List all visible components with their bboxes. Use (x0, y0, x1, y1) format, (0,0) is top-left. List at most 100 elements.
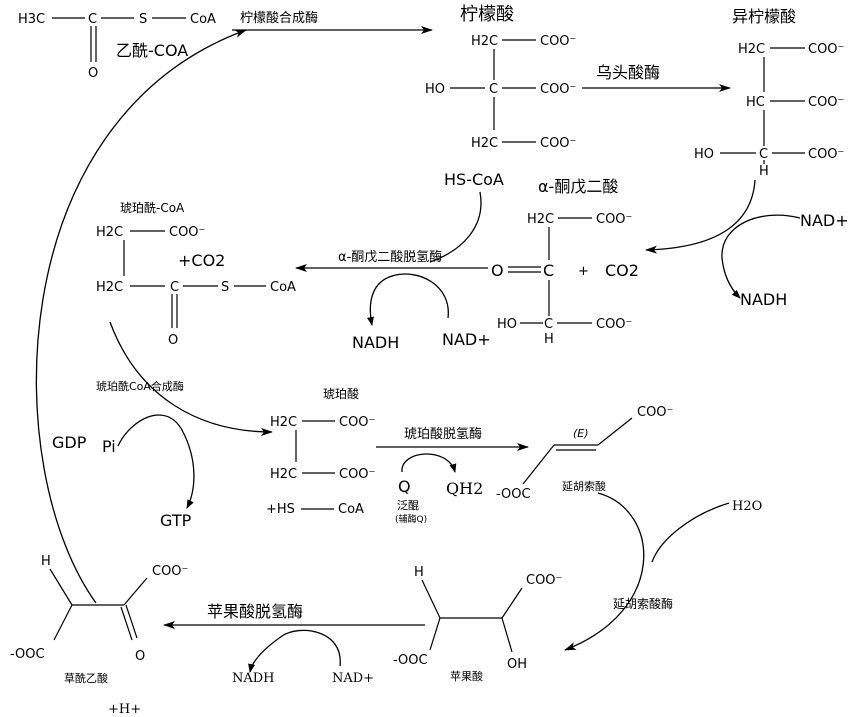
malate-ooc: -OOC (393, 653, 428, 668)
isocitrate-name: 异柠檬酸 (732, 7, 796, 26)
nadh-label-1: NADH (740, 290, 787, 309)
nadh-label-2: NADH (352, 333, 399, 352)
h2o-label: H2O (732, 499, 762, 514)
succinate-name: 琥珀酸 (323, 386, 359, 401)
q-to-qh2-arrow (401, 453, 457, 473)
fumarate-structure: (E) COO⁻ -OOC 延胡索酸 (496, 405, 673, 502)
nadh-label-3: NADH (232, 671, 275, 686)
succinyl-coo: COO⁻ (169, 225, 205, 240)
oxaloacetate-structure: H COO⁻ -OOC O 草酰乙酸 (10, 554, 188, 685)
akg-ho: HO (497, 317, 517, 332)
bond (501, 587, 523, 619)
fumarase-label: 延胡索酸酶 (613, 596, 673, 611)
q-label: Q (398, 477, 411, 496)
alpha-ketoglutarate-structure: α-酮戊二酸 H2C COO⁻ O C + CO2 HO C COO⁻ H (491, 177, 639, 347)
malate-coo: COO⁻ (526, 573, 562, 588)
fumarate-e-label: (E) (573, 427, 589, 440)
ubiquinone-label: 泛醌 (397, 499, 419, 512)
isocitrate-ho: HO (694, 147, 714, 162)
qh2-label: QH2 (446, 479, 483, 498)
citrate-coo-mid: COO⁻ (540, 82, 576, 97)
acetyl-h3c: H3C (18, 12, 45, 27)
h-plus-label: +H+ (108, 702, 141, 717)
nad-plus-label-3: NAD+ (332, 671, 374, 686)
succinate-h2c-top: H2C (270, 415, 297, 430)
bond (597, 417, 633, 446)
succinyl-s: S (221, 280, 229, 295)
succinyl-co2: +CO2 (178, 251, 225, 270)
bond (421, 579, 441, 619)
pi-label: Pi (102, 437, 116, 456)
succinate-hs: +HS (266, 502, 295, 517)
double-bond (125, 604, 138, 639)
malate-name: 苹果酸 (450, 669, 483, 683)
nad-to-nadh-arrow-3 (248, 629, 341, 673)
acetyl-s: S (139, 12, 147, 27)
succinyl-c: C (170, 280, 179, 295)
citrate-coo-bot: COO⁻ (540, 136, 576, 151)
oxaloacetate-to-citrate-arrow (35, 29, 247, 604)
fumarate-coo-top: COO⁻ (637, 405, 673, 420)
succinyl-h2c-top: H2C (96, 225, 123, 240)
akg-dehydrogenase-label: α-酮戊二酸脱氢酶 (338, 249, 442, 265)
malate-oh: OH (507, 657, 527, 672)
succinate-coo-top: COO⁻ (339, 415, 375, 430)
succinyl-coa-structure: 琥珀酰-CoA H2C COO⁻ +CO2 H2C C S CoA O (96, 201, 296, 348)
citrate-h2c-bot: H2C (471, 136, 498, 151)
malate-h: H (414, 565, 424, 580)
nad-plus-label-2: NAD+ (442, 330, 491, 349)
isocitrate-hc: HC (746, 95, 765, 110)
succinyl-coa-name: 琥珀酰-CoA (120, 201, 185, 215)
gdp-label: GDP (52, 433, 87, 452)
oxaloacetate-o: O (135, 649, 145, 664)
akg-c-mid: C (543, 261, 554, 280)
fumarate-name: 延胡索酸 (562, 479, 606, 493)
hs-coa-arrow (429, 191, 482, 263)
malate-dehydrogenase-label: 苹果酸脱氢酶 (207, 602, 303, 621)
bond (49, 568, 73, 606)
succinyl-h2c-bot: H2C (96, 280, 123, 295)
oxaloacetate-coo: COO⁻ (152, 564, 188, 579)
gtp-label: GTP (160, 511, 192, 530)
succinyl-coa-label: CoA (270, 280, 296, 295)
akg-h: H (544, 332, 554, 347)
citrate-synthase-label: 柠檬酸合成酶 (240, 10, 318, 26)
acetyl-coa-structure: H3C C S CoA O 乙酰-COA (18, 12, 216, 81)
isocitrate-coo3: COO⁻ (808, 147, 844, 162)
succinyl-o: O (168, 333, 178, 348)
isocitrate-dehydrogenase-arrow (645, 179, 756, 254)
gdp-to-gtp-arrow (117, 414, 195, 509)
bond (123, 577, 148, 606)
isocitrate-coo2: COO⁻ (808, 95, 844, 110)
bond (429, 617, 441, 651)
citrate-coo-top: COO⁻ (540, 34, 576, 49)
isocitrate-structure: 异柠檬酸 H2C COO⁻ HC COO⁻ HO C COO⁻ H (694, 7, 844, 179)
isocitrate-h2c: H2C (738, 42, 765, 57)
akg-co2: CO2 (605, 261, 639, 280)
akg-name: α-酮戊二酸 (538, 177, 618, 196)
fumarate-ooc: -OOC (496, 487, 531, 502)
double-bond (120, 606, 133, 641)
citrate-structure: 柠檬酸 H2C COO⁻ HO C COO⁻ H2C COO⁻ (425, 4, 576, 151)
succinate-structure: 琥珀酸 H2C COO⁻ H2C COO⁻ +HS CoA (266, 386, 375, 517)
oxaloacetate-h: H (41, 554, 51, 569)
acetyl-coa-name: 乙酰-COA (116, 41, 188, 60)
akg-coo1: COO⁻ (596, 212, 632, 227)
succinate-coa: CoA (338, 502, 364, 517)
akg-o: O (491, 261, 504, 280)
succinate-coo-bot: COO⁻ (339, 467, 375, 482)
akg-c-bot: C (544, 317, 553, 332)
citrate-ho: HO (425, 82, 445, 97)
isocitrate-coo1: COO⁻ (808, 42, 844, 57)
aconitase-label: 乌头酸酶 (596, 63, 660, 82)
h2o-arrow (651, 502, 730, 563)
akg-coo2: COO⁻ (596, 317, 632, 332)
citrate-name: 柠檬酸 (460, 4, 514, 25)
succinyl-coa-synthetase-arrow (109, 321, 273, 436)
citrate-c: C (489, 82, 498, 97)
acetyl-o: O (88, 66, 98, 81)
fumarase-arrow (564, 492, 645, 651)
bond (53, 604, 73, 641)
nad-to-nadh-arrow-1 (721, 214, 801, 299)
